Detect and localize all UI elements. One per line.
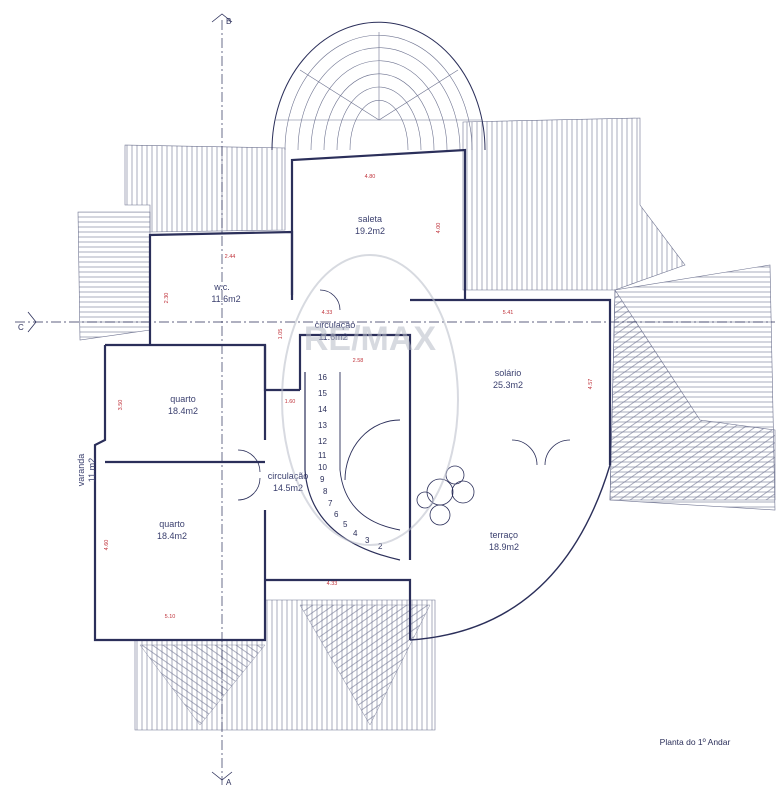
step-2: 2 — [378, 542, 383, 551]
remax-watermark: RE/MAX — [281, 254, 459, 546]
room-circulacao-top: circulação 11.6m2 — [315, 320, 356, 342]
roof-bottom-diagonal-right — [299, 604, 431, 726]
dim-quarto-top-depth: 3.50 — [118, 400, 124, 411]
watermark-text: RE/MAX — [304, 320, 437, 358]
room-terraco-area: 18.9m2 — [489, 542, 519, 552]
room-circulacao-top-area: 11.6m2 — [318, 332, 347, 342]
step-5: 5 — [343, 520, 348, 529]
stair-numbers: 16 15 14 13 12 11 10 9 8 7 6 5 4 3 2 — [318, 373, 383, 551]
dim-quarto-bottom-depth: 4.60 — [104, 540, 110, 551]
room-saleta-name: saleta — [358, 214, 382, 224]
room-quarto-bottom: quarto 18.4m2 — [157, 519, 187, 541]
step-6: 6 — [334, 510, 339, 519]
room-quarto-top-area: 18.4m2 — [168, 406, 198, 416]
section-label-top: B — [226, 17, 231, 26]
step-8: 8 — [323, 487, 328, 496]
step-15: 15 — [318, 389, 327, 398]
dim-circulacao-bottom-width: 4.33 — [327, 581, 338, 587]
room-saleta-area: 19.2m2 — [355, 226, 385, 236]
room-quarto-top-name: quarto — [170, 394, 196, 404]
step-4: 4 — [353, 529, 358, 538]
dim-wc-width: 2.44 — [225, 254, 236, 260]
walls — [93, 148, 612, 642]
dim-quarto-bottom-width: 5.10 — [165, 614, 176, 620]
step-14: 14 — [318, 405, 327, 414]
room-wc-area: 11.6m2 — [211, 294, 240, 304]
room-varanda: varanda 11.m2 — [76, 454, 97, 487]
dim-saleta-width: 4.80 — [365, 174, 376, 180]
roof-bottom-diagonal — [139, 644, 266, 726]
section-label-left: C — [18, 323, 24, 332]
room-circulacao-mid: circulação 14.5m2 — [268, 471, 309, 493]
room-solario: solário 25.3m2 — [493, 368, 523, 390]
room-quarto-bottom-name: quarto — [159, 519, 185, 529]
step-3: 3 — [365, 536, 370, 545]
staircase — [304, 372, 401, 561]
step-16: 16 — [318, 373, 327, 382]
step-9: 9 — [320, 475, 325, 484]
step-11: 11 — [318, 451, 327, 460]
section-mark-top: B — [211, 13, 233, 26]
room-terraco: terraço 18.9m2 — [489, 530, 519, 552]
plan-title: Planta do 1º Andar — [660, 737, 731, 747]
dim-stair-width: 2.58 — [353, 358, 364, 364]
dim-wc-side: 2.30 — [164, 293, 170, 304]
room-wc-name: w.c. — [213, 282, 230, 292]
section-label-bottom: A — [226, 778, 232, 787]
room-saleta: saleta 19.2m2 — [355, 214, 385, 236]
doors — [237, 289, 571, 501]
dim-hall-depth: 1.60 — [285, 399, 296, 405]
section-mark-bottom: A — [211, 771, 233, 787]
dimension-labels: 4.80 4.00 2.44 4.33 5.41 2.58 1.05 1.60 … — [104, 174, 594, 620]
dim-saleta-depth: 4.00 — [436, 223, 442, 234]
fan-roof — [271, 21, 486, 151]
roof-top-right — [462, 117, 686, 291]
room-solario-name: solário — [495, 368, 522, 378]
room-circulacao-mid-area: 14.5m2 — [273, 483, 303, 493]
room-circulacao-top-name: circulação — [315, 320, 356, 330]
room-quarto-top: quarto 18.4m2 — [168, 394, 198, 416]
section-mark-left: C — [18, 311, 37, 333]
roof-left — [77, 211, 151, 341]
room-varanda-name: varanda — [76, 454, 86, 487]
dim-circulacao-width: 4.33 — [322, 310, 333, 316]
room-quarto-bottom-area: 18.4m2 — [157, 531, 187, 541]
step-12: 12 — [318, 437, 327, 446]
dim-solario-depth: 4.57 — [588, 379, 594, 390]
section-lines — [15, 20, 775, 785]
dim-hall-small: 1.05 — [278, 329, 284, 340]
room-labels: saleta 19.2m2 w.c. 11.6m2 circulação 11.… — [76, 214, 523, 552]
room-terraco-name: terraço — [490, 530, 518, 540]
dim-solario-width: 5.41 — [503, 310, 514, 316]
room-wc: w.c. 11.6m2 — [211, 282, 240, 304]
room-circulacao-mid-name: circulação — [268, 471, 309, 481]
step-13: 13 — [318, 421, 327, 430]
room-solario-area: 25.3m2 — [493, 380, 523, 390]
step-10: 10 — [318, 463, 327, 472]
roof-hatching — [77, 117, 776, 731]
room-varanda-area: 11.m2 — [87, 458, 97, 482]
step-7: 7 — [328, 499, 333, 508]
